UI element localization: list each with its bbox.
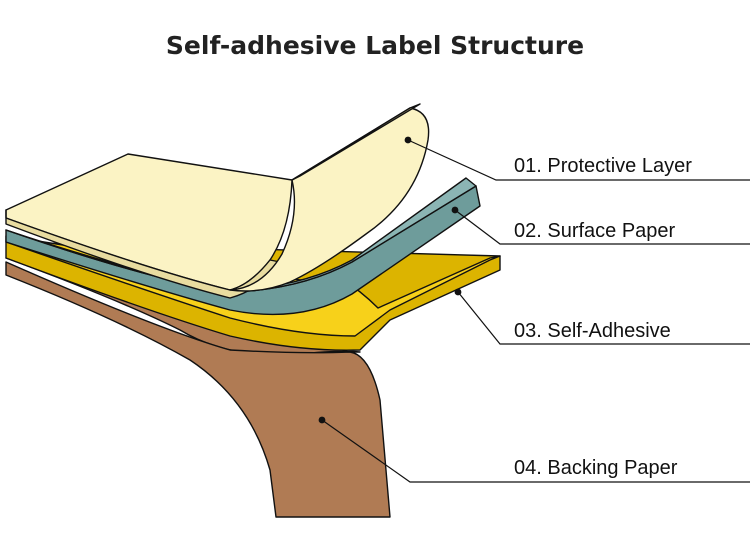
protective-layer-curl-edge	[291, 103, 421, 181]
leader-lines	[318, 136, 750, 483]
leader-dot-backing	[318, 416, 326, 424]
label-surface-paper: 02. Surface Paper	[514, 220, 676, 242]
leader-dot-protective	[404, 136, 412, 144]
label-protective-layer: 01. Protective Layer	[514, 155, 692, 177]
layer-protective-layer	[5, 103, 430, 299]
leader-line-adhesive	[457, 291, 750, 345]
label-self-adhesive: 03. Self-Adhesive	[514, 320, 671, 342]
leader-dot-surface	[451, 206, 459, 214]
diagram-title: Self-adhesive Label Structure	[166, 31, 584, 60]
leader-dot-adhesive	[454, 288, 462, 296]
protective-layer-curl	[229, 107, 430, 292]
leader-line-backing	[321, 419, 750, 483]
leader-line-surface	[454, 209, 750, 245]
backing-paper-curl	[5, 261, 391, 518]
leader-line-protective	[407, 139, 750, 181]
label-backing-paper: 04. Backing Paper	[514, 457, 678, 479]
